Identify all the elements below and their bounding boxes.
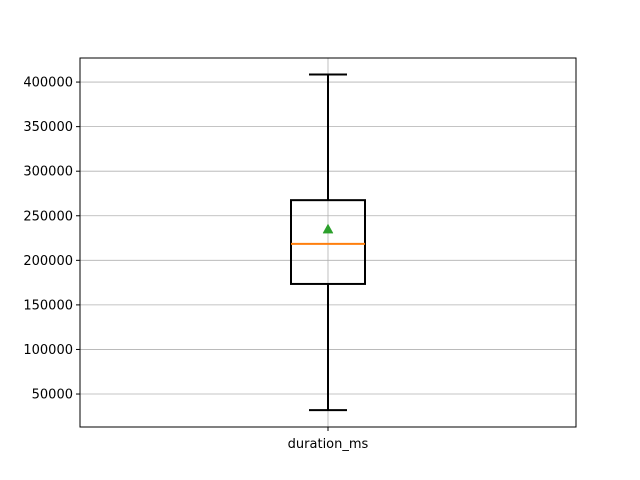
x-tick-label-0: duration_ms	[288, 437, 369, 452]
y-tick-label-4: 250000	[23, 209, 73, 224]
y-tick-label-5: 300000	[23, 165, 73, 180]
y-tick-label-3: 200000	[23, 254, 73, 269]
iqr-box	[290, 199, 366, 285]
y-tick-label-0: 50000	[32, 388, 73, 403]
tick-layer: 50000 100000 150000 200000 250000 300000 35000…	[23, 76, 368, 452]
y-tick-label-2: 150000	[23, 298, 73, 313]
y-tick-label-6: 350000	[23, 120, 73, 135]
mean-marker	[322, 223, 334, 234]
plot-layer	[290, 73, 366, 412]
y-tick-label-1: 100000	[23, 343, 73, 358]
y-tick-label-7: 400000	[23, 76, 73, 91]
